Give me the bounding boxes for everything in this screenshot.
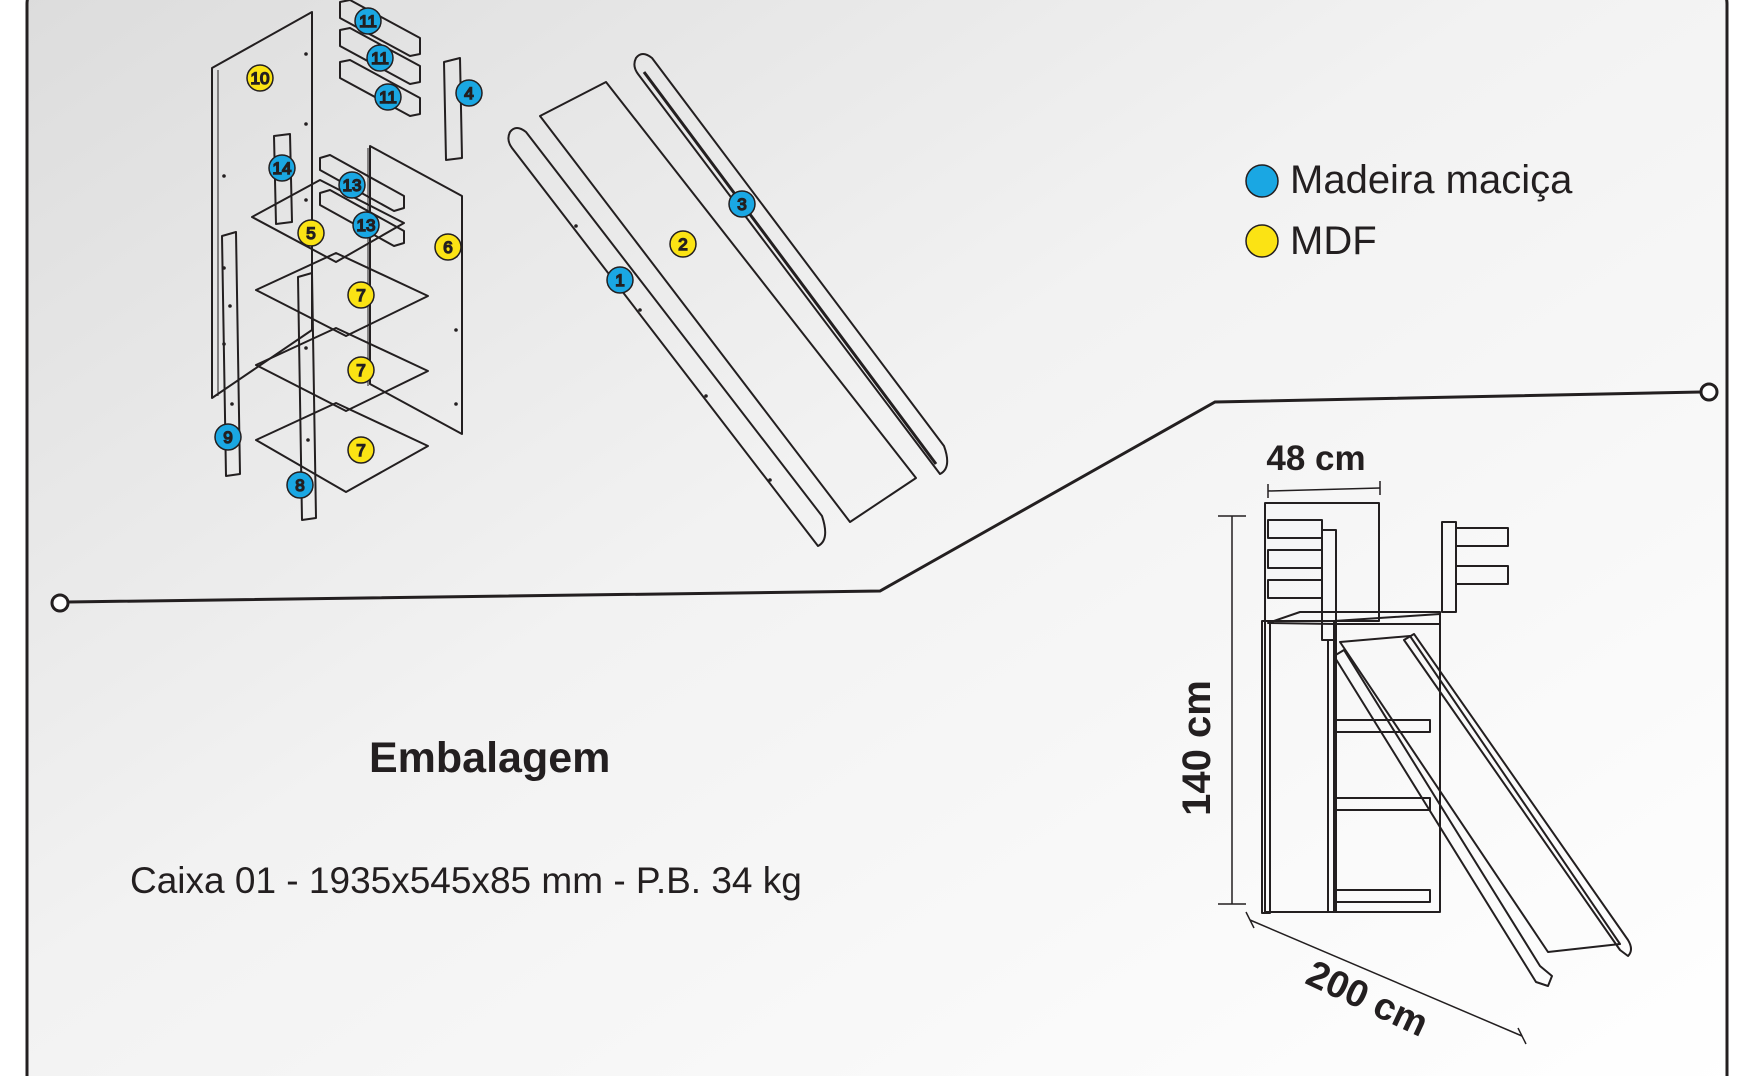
legend: Madeira maciça MDF [1245,158,1573,263]
top-shelf [251,179,405,263]
svg-text:9: 9 [223,428,232,447]
slide [1339,635,1621,953]
part-badge-11: 11 [366,44,394,72]
solid-wood-swatch [1245,164,1279,198]
part-badge-11: 11 [354,7,382,35]
part-badge-11: 11 [374,83,402,111]
svg-text:7: 7 [356,361,365,380]
divider-end-left [50,593,70,613]
svg-text:4: 4 [464,84,473,103]
packaging-title: Embalagem [369,734,610,782]
slat-11a [339,0,421,57]
mdf-swatch [1245,224,1279,258]
legend-item-mdf: MDF [1245,219,1377,263]
dimension-height: 140 cm [1175,680,1219,816]
svg-text:14: 14 [273,159,292,178]
svg-text:10: 10 [251,69,270,88]
part-badge-13: 13 [352,211,380,239]
part-badge-4: 4 [455,79,483,107]
legend-label: Madeira maciça [1290,158,1573,202]
svg-text:11: 11 [379,88,397,107]
svg-text:6: 6 [443,238,452,257]
part-badge-13: 13 [338,171,366,199]
page-frame [25,0,1729,1076]
dimension-lines [1218,481,1527,1045]
leg-9 [221,231,241,477]
legend-label: MDF [1290,219,1377,263]
legend-item-solid-wood: Madeira maciça [1245,158,1573,202]
part-badge-3: 3 [728,190,756,218]
part-badge-7: 7 [347,356,375,384]
divider-end-right [1699,382,1719,402]
slide-board [539,81,917,523]
part-badge-6: 6 [434,233,462,261]
svg-text:7: 7 [356,286,365,305]
part-badge-8: 8 [286,471,314,499]
dimension-width: 48 cm [1266,439,1365,478]
shelf-1 [255,252,429,337]
part-badge-7: 7 [347,436,375,464]
packaging-line: Caixa 01 - 1935x545x85 mm - P.B. 34 kg [130,860,802,901]
svg-text:5: 5 [306,224,315,243]
slat-11b [339,27,421,85]
assembled-product-drawing [1261,502,1632,987]
part-badge-2: 2 [669,230,697,258]
part-badge-10: 10 [246,64,274,92]
svg-text:2: 2 [678,235,687,254]
part-badges: 11 11 11 10 4 14 13 13 5 6 7 7 7 9 8 2 3… [214,7,756,499]
part-badge-5: 5 [297,219,325,247]
leg-8 [297,272,317,521]
slide-rail-right [633,53,949,475]
slide-rail-left [507,127,827,547]
post-4 [443,57,463,161]
svg-text:13: 13 [357,216,376,235]
part-badge-7: 7 [347,281,375,309]
section-divider [50,382,1719,613]
part-badge-1: 1 [606,266,634,294]
slat-11c [339,59,421,117]
part-badge-14: 14 [268,154,296,182]
part-badge-9: 9 [214,423,242,451]
svg-text:8: 8 [295,476,304,495]
svg-text:7: 7 [356,441,365,460]
svg-text:11: 11 [359,12,377,31]
screw-holes [222,52,772,482]
rail-13a [319,154,405,212]
svg-text:13: 13 [343,176,362,195]
svg-text:1: 1 [615,271,624,290]
rail-13b [319,189,405,247]
shelf-2 [255,327,429,412]
post-14 [273,133,293,225]
svg-text:3: 3 [737,195,746,214]
svg-text:11: 11 [371,49,389,68]
